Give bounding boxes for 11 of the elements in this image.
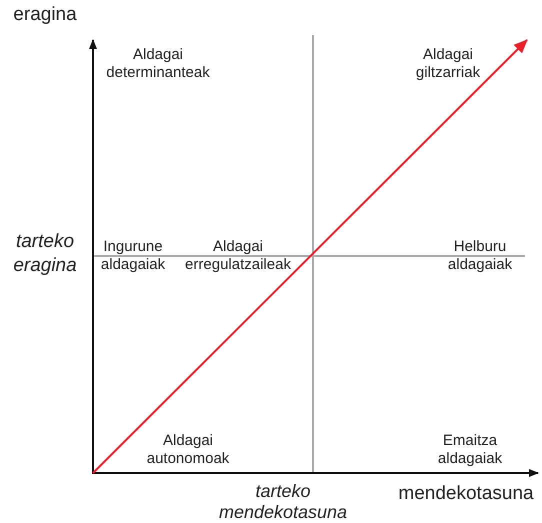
axis-label: mendekotasuna xyxy=(398,483,534,505)
axis-label: eragina xyxy=(13,4,77,26)
axis-label: tarteko mendekotasuna xyxy=(218,481,348,523)
quadrant-label: Aldagai giltzarriak xyxy=(416,46,480,82)
quadrant-label: Emaitza aldagaiak xyxy=(438,432,502,468)
quadrant-label: Aldagai autonomoak xyxy=(146,432,230,468)
quadrant-label: Aldagai erregulatzaileak xyxy=(185,238,291,274)
quadrant-label: Aldagai determinanteak xyxy=(106,46,210,82)
quadrant-label: Helburu aldagaiak xyxy=(448,238,512,274)
quadrant-label: Ingurune aldagaiak xyxy=(100,238,166,274)
axis-label: tarteko eragina xyxy=(13,230,77,278)
